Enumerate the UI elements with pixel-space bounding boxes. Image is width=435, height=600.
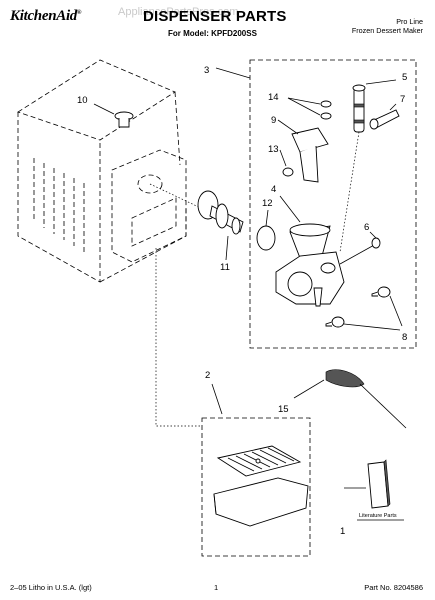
callout-9: 9: [271, 115, 276, 126]
cleaning-brush-part: [293, 369, 407, 429]
small-ring-part: [279, 149, 294, 177]
callout-3: 3: [204, 65, 209, 76]
spout-cap-part: [277, 119, 329, 183]
product-name: Frozen Dessert Maker: [351, 26, 423, 35]
page-title: DISPENSER PARTS: [143, 8, 287, 25]
literature-booklet: [344, 459, 404, 521]
knob-part: [93, 103, 134, 128]
brand-logo: KitchenAid®: [10, 8, 82, 24]
callout-11: 11: [220, 262, 230, 273]
footer-litho: 2–05 Litho in U.S.A. (lgt): [10, 583, 92, 592]
callout-1: 1: [340, 526, 345, 537]
funnel-part: [279, 195, 331, 259]
callout-8: 8: [402, 332, 407, 343]
callout-15: 15: [278, 404, 289, 415]
callout-4: 4: [271, 184, 276, 195]
callout-7: 7: [400, 94, 405, 105]
callout-5: 5: [402, 72, 407, 83]
pin-part: [339, 231, 381, 265]
knob-screw-parts: [325, 286, 403, 331]
plunger-part: [352, 79, 397, 133]
callout-12: 12: [262, 198, 273, 209]
dispenser-body-part: [275, 131, 360, 307]
literature-label: Literature Parts: [359, 513, 397, 519]
handle-part: [369, 103, 400, 130]
callout-13: 13: [268, 144, 279, 155]
callout-14: 14: [268, 92, 279, 103]
beater-part: [197, 190, 244, 261]
product-line: Pro Line: [396, 17, 423, 26]
page-number: 1: [214, 583, 219, 592]
drip-tray-frame: [201, 417, 311, 557]
dispenser-assembly-frame: [249, 59, 417, 349]
o-ring-parts: [287, 97, 332, 120]
machine-housing: [17, 59, 206, 283]
part-number: Part No. 8204586: [364, 583, 423, 592]
callout-2: 2: [205, 370, 210, 381]
drip-tray-part: [213, 445, 309, 527]
callout-10: 10: [77, 95, 88, 106]
model-line: For Model: KPFD200SS: [168, 29, 257, 38]
callout-6: 6: [364, 222, 369, 233]
gasket-part: [256, 209, 276, 251]
watermark: AppliancePartsPros.com: [118, 6, 239, 18]
